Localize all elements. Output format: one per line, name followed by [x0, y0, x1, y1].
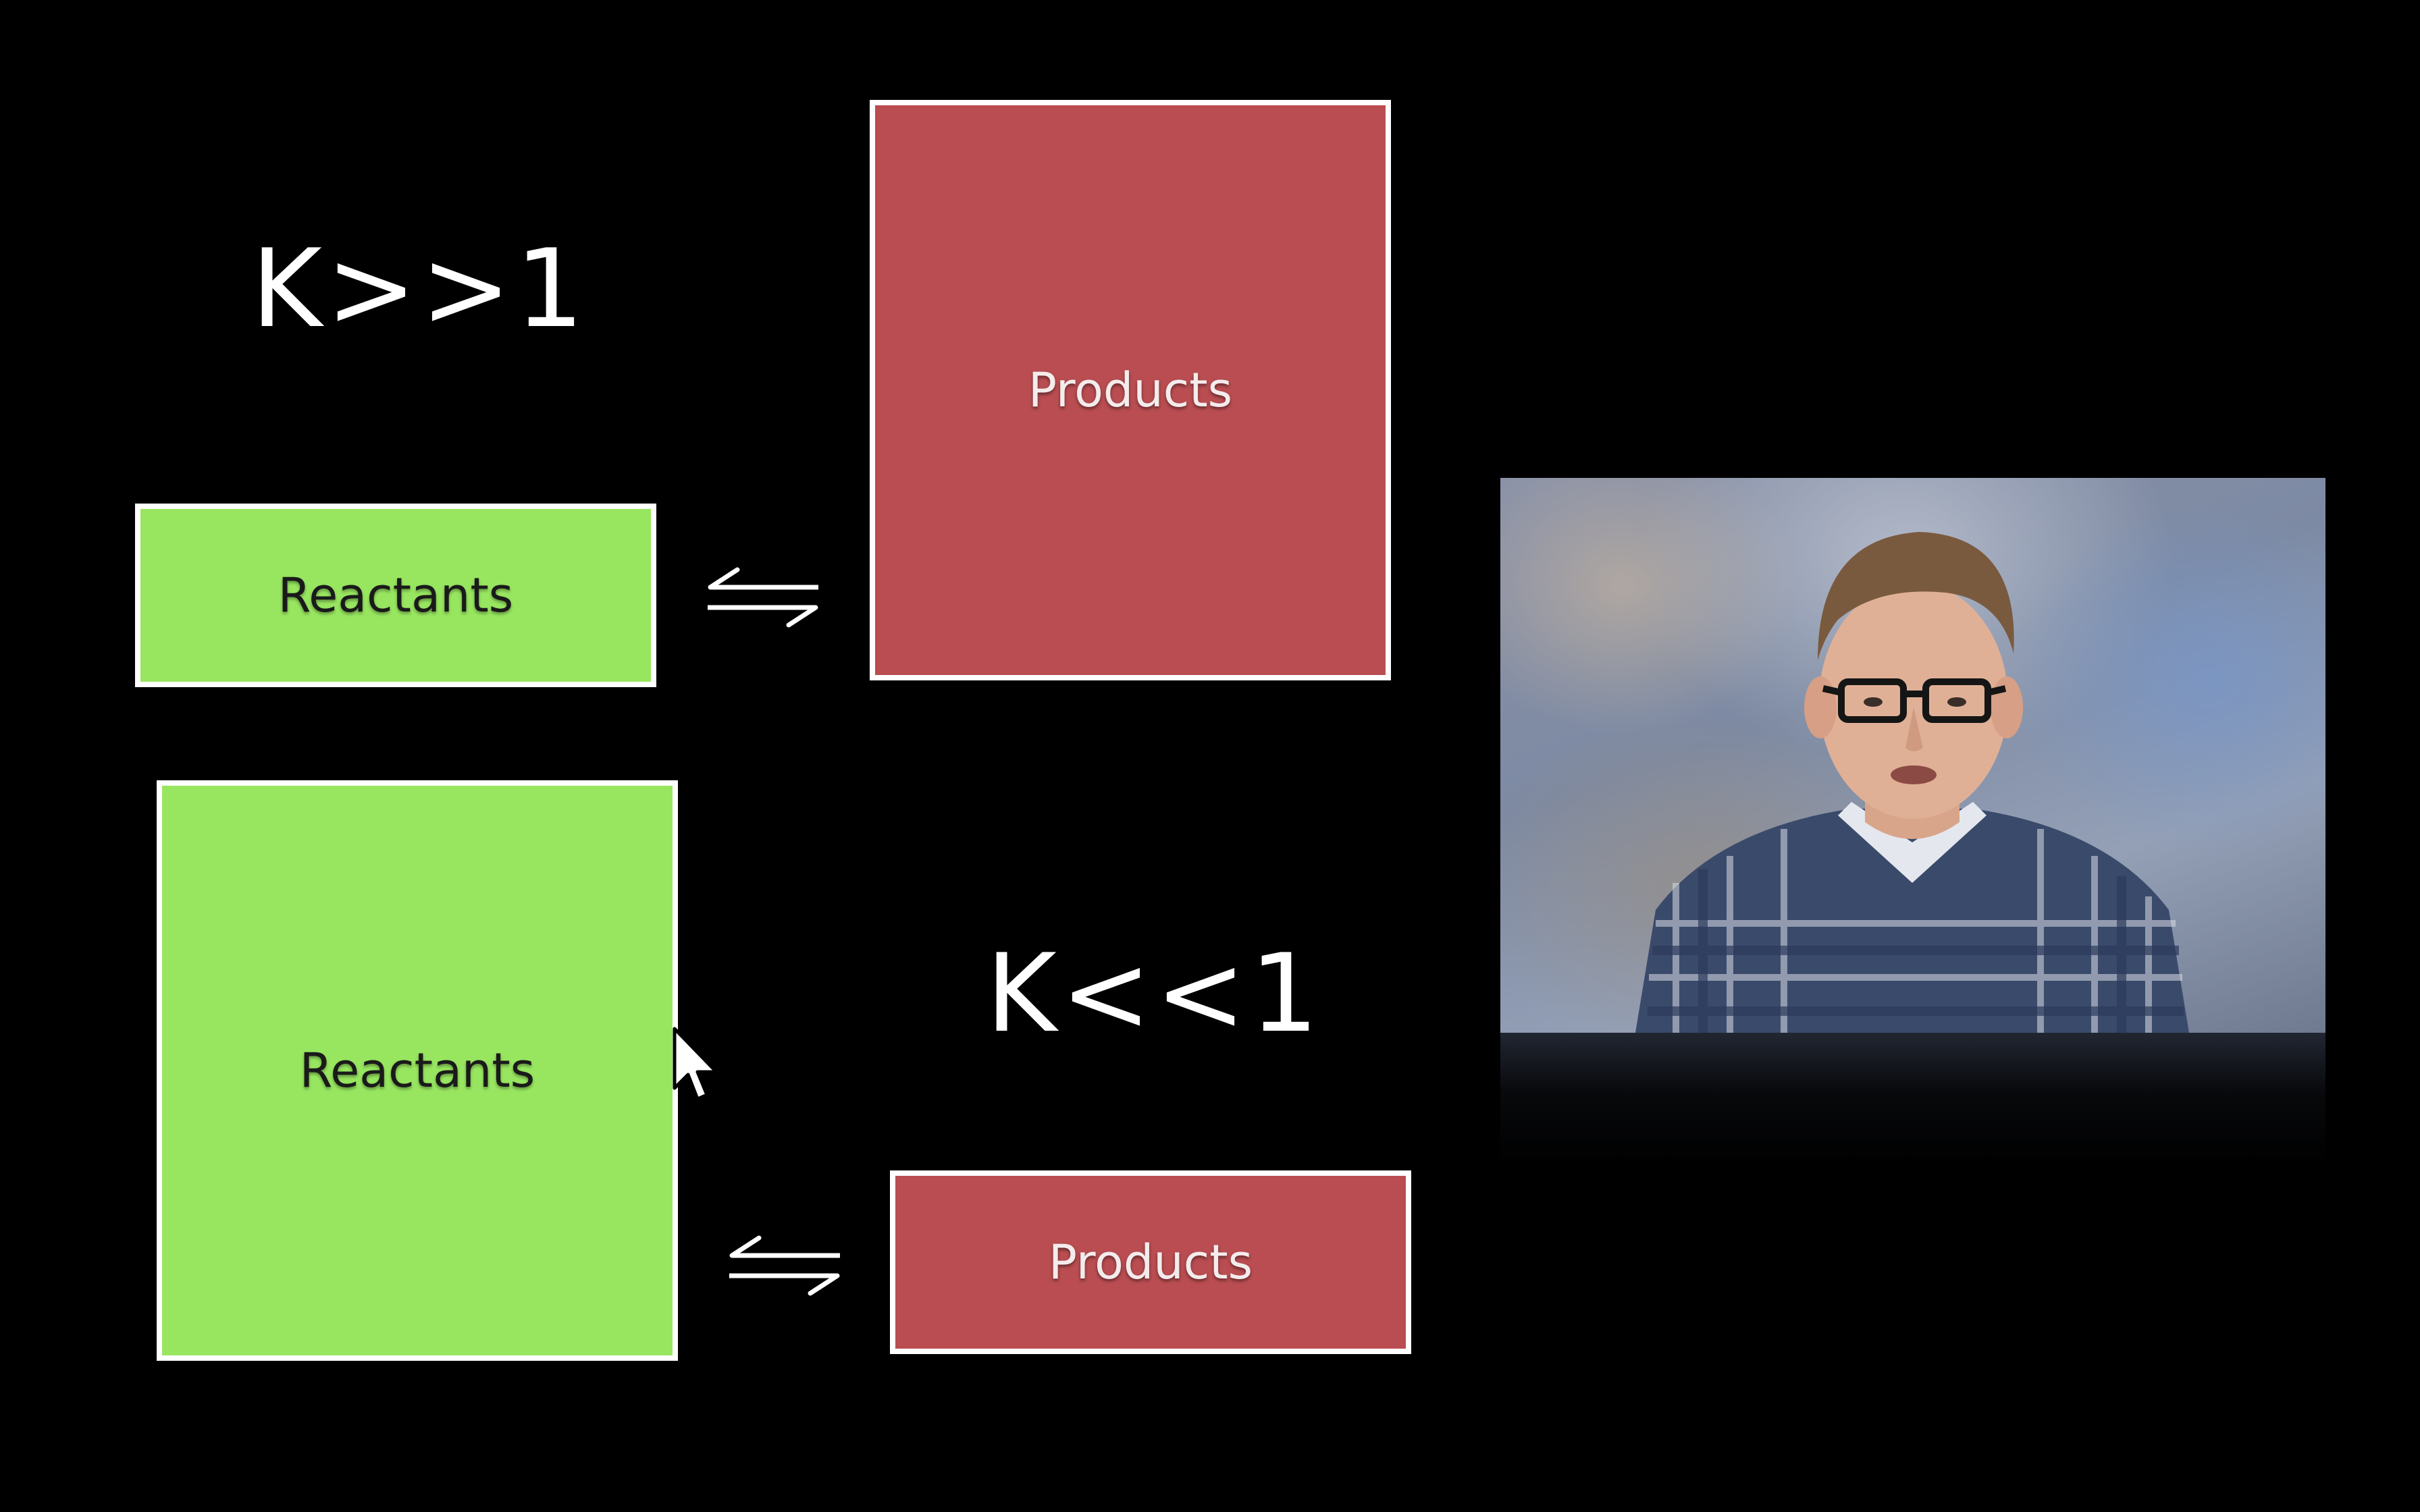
bottom-reactants-box: Reactants [157, 780, 678, 1361]
presenter-video [1500, 478, 2325, 1033]
mouse-pointer-icon [673, 1027, 718, 1101]
bottom-products-label: Products [1048, 1235, 1253, 1290]
bottom-products-box: Products [890, 1170, 1411, 1354]
bottom-equilibrium-arrows-icon [729, 1235, 840, 1296]
top-equilibrium-arrows-icon [708, 567, 818, 628]
video-reflection [1500, 1033, 2325, 1168]
top-products-label: Products [1028, 362, 1233, 418]
bottom-reactants-label: Reactants [299, 1043, 535, 1098]
top-reactants-label: Reactants [278, 568, 514, 623]
top-reactants-box: Reactants [135, 504, 656, 687]
k-much-greater-than-one-label: K>>1 [251, 225, 588, 352]
k-much-less-than-one-label: K<<1 [986, 930, 1323, 1056]
presenter-figure [1635, 532, 2189, 1033]
top-products-box: Products [870, 100, 1391, 680]
